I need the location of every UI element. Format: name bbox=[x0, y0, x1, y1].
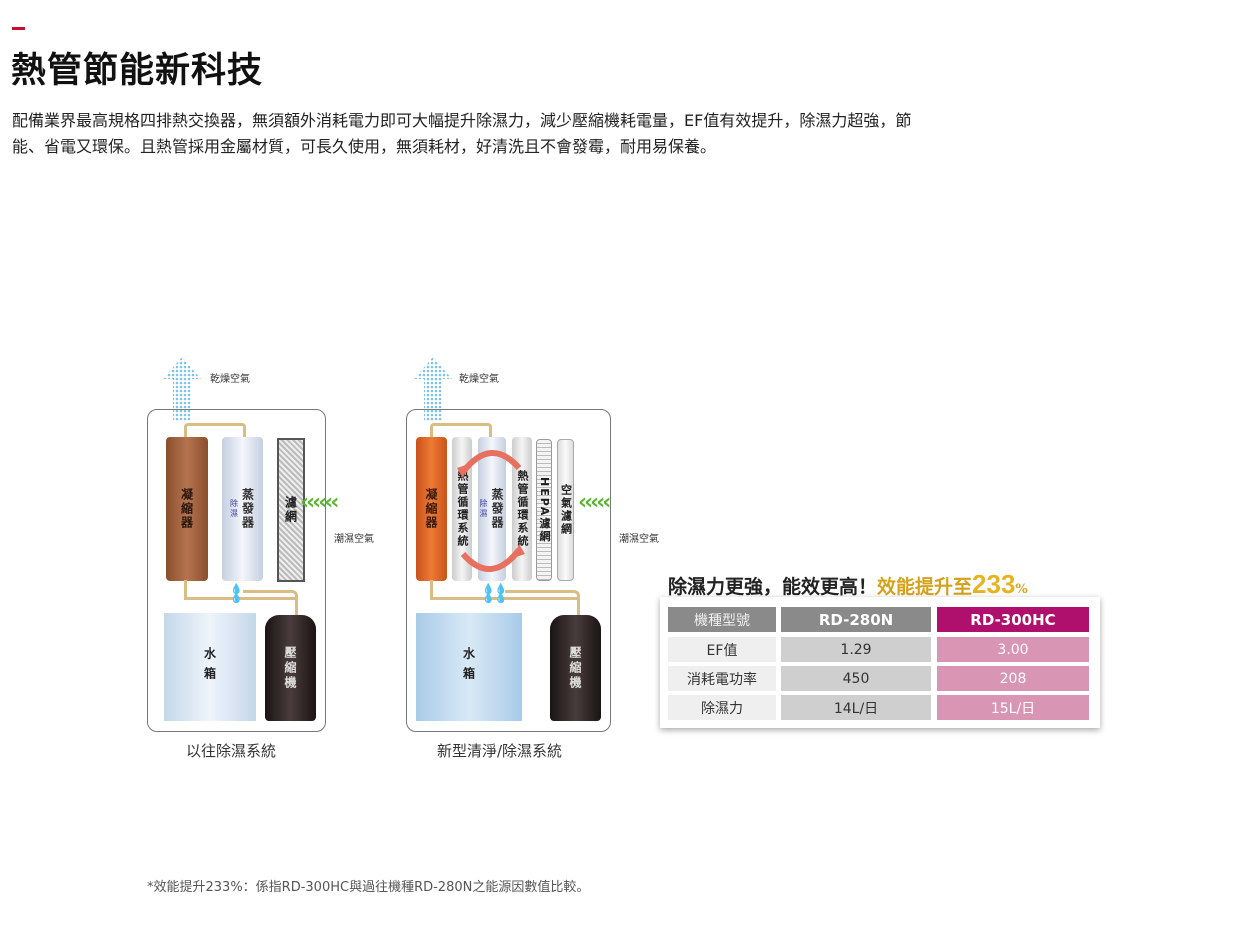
description: 配備業界最高規格四排熱交換器，無須額外消耗電力即可大幅提升除濕力，減少壓縮機耗電… bbox=[12, 111, 912, 156]
headline-number: 233 bbox=[972, 569, 1016, 599]
heat-pipe-label: 熱管循環系統 bbox=[516, 470, 529, 548]
dry-air-arrow-icon bbox=[163, 357, 201, 421]
evaporator-label: 蒸發器 bbox=[240, 488, 255, 530]
headline-gold-text: 效能提升至 bbox=[877, 576, 973, 598]
comparison-table: 機種型號 RD-280N RD-300HC EF值 1.29 3.00 消耗電功… bbox=[660, 597, 1100, 728]
filter-label: 濾網 bbox=[283, 496, 298, 524]
humid-air-arrow-icon: ‹‹‹‹‹ bbox=[578, 490, 611, 515]
compressor-label: 壓縮機 bbox=[568, 645, 582, 691]
footnote: *效能提升233%：係指RD-300HC與過往機種RD-280N之能源因數值比較… bbox=[147, 880, 590, 895]
old-system-caption: 以往除濕系統 bbox=[186, 742, 277, 760]
humid-air-arrow-icon: ‹‹‹‹‹‹ bbox=[300, 490, 339, 515]
pipe bbox=[243, 590, 298, 618]
header-rd-280n: RD-280N bbox=[781, 607, 931, 632]
compressor-label: 壓縮機 bbox=[283, 645, 297, 691]
title-accent-bar bbox=[12, 27, 25, 30]
evaporator: 蒸發器除濕 bbox=[222, 437, 263, 581]
evaporator: 蒸發器除濕 bbox=[478, 437, 506, 581]
tank-label: 水箱 bbox=[202, 647, 217, 687]
water-tank: 水箱 bbox=[164, 613, 256, 721]
dry-air-label: 乾燥空氣 bbox=[210, 374, 250, 385]
dry-air-label: 乾燥空氣 bbox=[459, 374, 499, 385]
cell-old: 450 bbox=[781, 666, 931, 691]
heat-pipe-left: 熱管循環系統 bbox=[452, 437, 472, 581]
header-model: 機種型號 bbox=[668, 607, 776, 632]
pipe bbox=[505, 590, 580, 618]
cell-old: 14L/日 bbox=[781, 695, 931, 720]
cell-new: 15L/日 bbox=[937, 695, 1089, 720]
water-tank: 水箱 bbox=[416, 613, 522, 721]
humid-air-label: 潮濕空氣 bbox=[334, 534, 374, 545]
pipe bbox=[430, 580, 580, 600]
cell-new: 208 bbox=[937, 666, 1089, 691]
row-label: 除濕力 bbox=[668, 695, 776, 720]
condenser: 凝縮器 bbox=[166, 437, 208, 581]
hepa-filter: HEPA濾網 bbox=[536, 439, 552, 581]
compressor: 壓縮機 bbox=[550, 615, 601, 721]
row-label: 消耗電功率 bbox=[668, 666, 776, 691]
air-filter-label: 空氣濾網 bbox=[559, 484, 573, 536]
row-label: EF值 bbox=[668, 637, 776, 662]
pipe bbox=[184, 423, 246, 443]
dry-air-arrow-icon bbox=[414, 357, 452, 421]
comparison-headline: 除濕力更強，能效更高！效能提升至233% bbox=[668, 569, 1028, 600]
evaporator-label: 蒸發器 bbox=[490, 488, 504, 530]
humid-air-label: 潮濕空氣 bbox=[619, 534, 659, 545]
water-drops-icon: 💧💧 bbox=[230, 584, 243, 604]
page-title: 熱管節能新科技 bbox=[11, 51, 264, 91]
cell-new: 3.00 bbox=[937, 637, 1089, 662]
condenser-label: 凝縮器 bbox=[424, 488, 438, 530]
heat-pipe-right: 熱管循環系統 bbox=[512, 437, 532, 581]
filter: 濾網 bbox=[277, 438, 305, 582]
air-filter: 空氣濾網 bbox=[557, 439, 574, 581]
dehumid-label: 除濕 bbox=[479, 499, 488, 519]
headline-text: 除濕力更強，能效更高！ bbox=[668, 576, 878, 598]
hepa-label: HEPA濾網 bbox=[538, 476, 551, 544]
heat-pipe-label: 熱管循環系統 bbox=[456, 470, 469, 548]
cell-old: 1.29 bbox=[781, 637, 931, 662]
header-rd-300hc: RD-300HC bbox=[937, 607, 1089, 632]
pipe bbox=[430, 423, 492, 443]
pipe bbox=[184, 580, 298, 600]
headline-percent: % bbox=[1015, 582, 1028, 597]
water-drops-icon: 💧💧💧💧 bbox=[482, 584, 507, 604]
condenser-label: 凝縮器 bbox=[179, 488, 194, 530]
condenser: 凝縮器 bbox=[416, 437, 447, 581]
tank-label: 水箱 bbox=[461, 647, 476, 687]
compressor: 壓縮機 bbox=[265, 615, 316, 721]
dehumid-label: 除濕 bbox=[229, 499, 239, 519]
circulation-arrows-icon bbox=[457, 449, 525, 573]
new-system-caption: 新型清淨/除濕系統 bbox=[437, 742, 563, 760]
